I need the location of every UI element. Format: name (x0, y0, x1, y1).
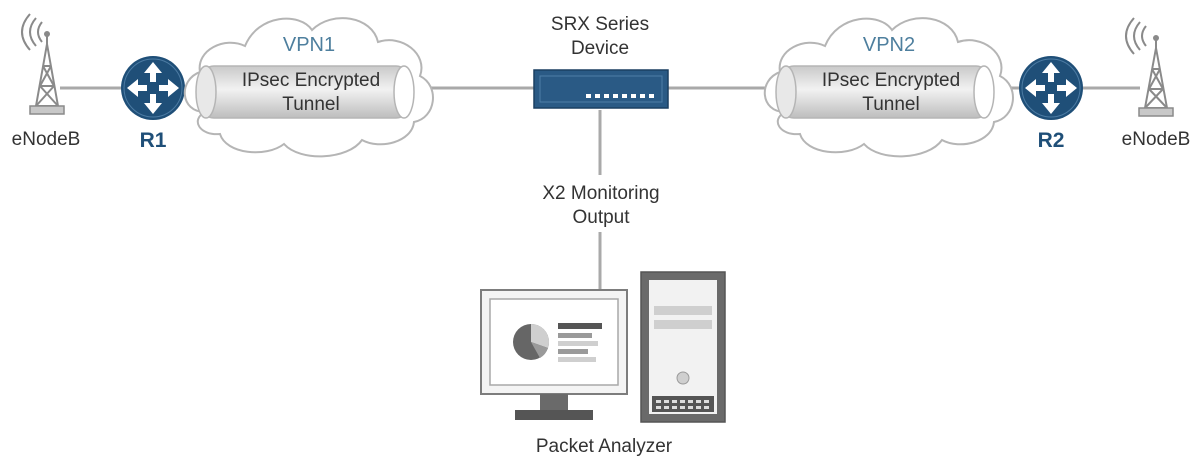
analyzer-label: Packet Analyzer (536, 436, 673, 457)
monitor-label-line1: X2 Monitoring (542, 183, 659, 204)
firewall-device-icon (533, 69, 669, 109)
cell-tower-icon-left (21, 13, 65, 115)
tunnel-left-label-line2: Tunnel (282, 94, 339, 115)
enodeb-left-label: eNodeB (12, 129, 81, 150)
vpn-right-label: VPN2 (863, 34, 915, 56)
monitor-label-line2: Output (572, 207, 630, 228)
vpn-left-label: VPN1 (283, 34, 335, 56)
enodeb-right-label: eNodeB (1122, 129, 1191, 150)
router-left-label: R1 (140, 129, 167, 152)
srx-label-line1: SRX Series (551, 14, 649, 35)
router-icon-left (121, 56, 185, 120)
computer-icon (480, 271, 726, 423)
router-right-label: R2 (1038, 129, 1065, 152)
tunnel-right-label-line1: IPsec Encrypted (822, 70, 960, 91)
cloud-icon-right (763, 17, 1014, 158)
router-icon-right (1019, 56, 1083, 120)
cell-tower-icon-right (1125, 17, 1174, 117)
cloud-icon-left (183, 17, 434, 158)
tunnel-left-label-line1: IPsec Encrypted (242, 70, 380, 91)
tunnel-right-label-line2: Tunnel (862, 94, 919, 115)
srx-label-line2: Device (571, 38, 629, 59)
